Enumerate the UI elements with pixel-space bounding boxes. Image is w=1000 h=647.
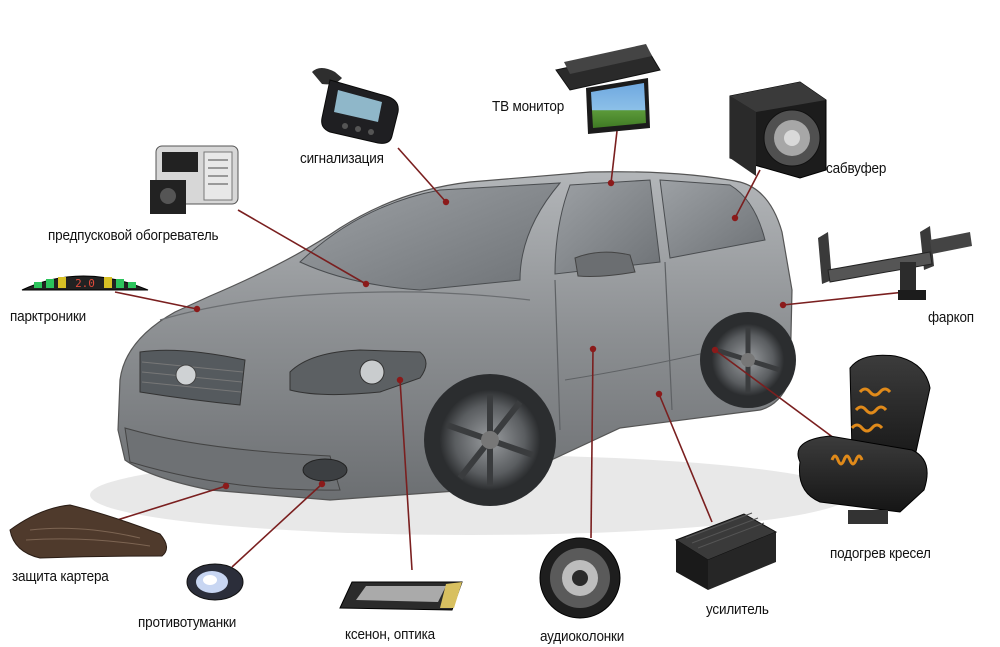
towbar-icon [818, 226, 972, 300]
engine-heater-icon [150, 145, 239, 214]
label-towbar: фаркоп [928, 309, 974, 326]
headlight [289, 349, 427, 396]
label-seat-heating: подогрев кресел [830, 545, 931, 562]
leader-dots [193, 179, 787, 490]
label-fog-lights: противотуманки [138, 614, 237, 631]
label-speakers: аудиоколонки [540, 628, 625, 645]
rear-side-window [659, 179, 766, 259]
car [90, 171, 850, 535]
label-crankcase-guard: защита картера [12, 568, 109, 585]
fog-light-housing [302, 458, 348, 482]
speaker-icon [539, 537, 621, 619]
label-alarm: сигнализация [300, 150, 384, 167]
label-preheater: предпусковой обогреватель [48, 227, 219, 244]
subwoofer-icon [729, 81, 827, 179]
parktronic-display-icon: 2.0 [21, 275, 149, 291]
parktronic-distance: 2.0 [75, 277, 95, 290]
crankcase-guard-icon [9, 504, 167, 559]
label-xenon: ксенон, оптика [345, 626, 435, 643]
label-tv-monitor: ТВ монитор [492, 98, 565, 115]
fog-light-icon [186, 563, 244, 601]
alarm-remote-icon [312, 68, 399, 144]
xenon-lamp-icon [339, 581, 463, 611]
label-amplifier: усилитель [706, 601, 769, 618]
label-subwoofer: сабвуфер [826, 160, 887, 177]
rear-wheel [700, 312, 796, 408]
windshield [299, 182, 562, 291]
heated-seat-icon [797, 354, 931, 524]
front-wheel [424, 374, 556, 506]
amplifier-icon [674, 512, 778, 590]
label-parktronic: парктроники [10, 308, 87, 325]
tv-monitor-icon [555, 44, 661, 134]
